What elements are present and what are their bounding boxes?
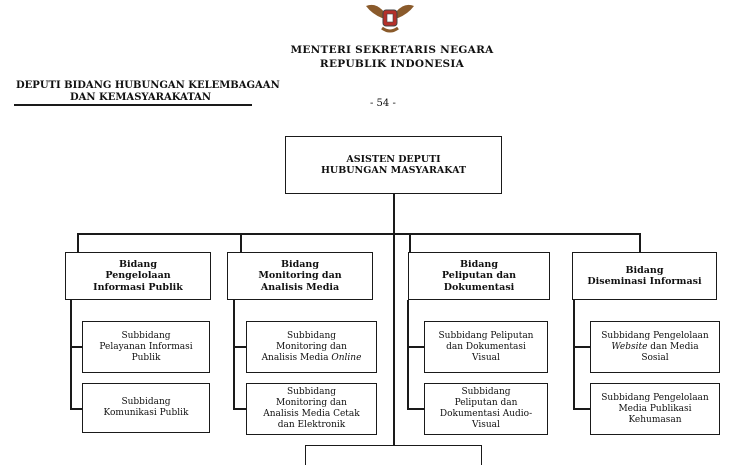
- deputy-underline: [14, 104, 252, 106]
- branch-col2-sub1: [233, 346, 246, 348]
- org-box-bidang-peliputan-dokumentasi: Bidang Peliputan dan Dokumentasi: [408, 252, 550, 300]
- horizontal-bus-line: [77, 233, 640, 235]
- branch-col3-sub1: [407, 346, 424, 348]
- org-box-subbidang-komunikasi-publik: Subbidang Komunikasi Publik: [82, 383, 210, 433]
- drop-line-col1: [77, 233, 79, 252]
- branch-col4-sub2: [573, 408, 590, 410]
- org-box-bidang-monitoring-analisis-media: Bidang Monitoring dan Analisis Media: [227, 252, 373, 300]
- stem-col2: [233, 300, 235, 408]
- drop-line-col3: [409, 233, 411, 252]
- drop-line-col2: [240, 233, 242, 252]
- sub-online-text: Subbidang Monitoring dan Analisis Media: [261, 330, 347, 363]
- stem-col4: [573, 300, 575, 408]
- org-box-subbidang-peliputan-dokumentasi-visual: Subbidang Peliputan dan Dokumentasi Visu…: [424, 321, 548, 373]
- org-box-subbidang-pengelolaan-media-publikasi-kehumasan: Subbidang Pengelolaan Media Publikasi Ke…: [590, 383, 720, 435]
- deputy-title-line1: DEPUTI BIDANG HUBUNGAN KELEMBAGAAN: [16, 80, 280, 91]
- page-number: - 54 -: [370, 98, 396, 109]
- deputy-title-line2: DAN KEMASYARAKATAN: [70, 92, 212, 103]
- org-box-asisten-deputi: ASISTEN DEPUTI HUBUNGAN MASYARAKAT: [285, 136, 502, 194]
- org-box-partial-bottom: [305, 445, 482, 465]
- ministry-title-line2: REPUBLIK INDONESIA: [319, 58, 465, 70]
- trunk-line: [393, 194, 395, 450]
- branch-col1-sub1: [70, 346, 82, 348]
- org-box-subbidang-monitoring-media-cetak-elektronik: Subbidang Monitoring dan Analisis Media …: [246, 383, 377, 435]
- org-box-bidang-diseminasi-informasi: Bidang Diseminasi Informasi: [572, 252, 717, 300]
- ministry-title-line1: MENTERI SEKRETARIS NEGARA: [290, 44, 494, 56]
- org-box-subbidang-peliputan-dokumentasi-audio-visual: Subbidang Peliputan dan Dokumentasi Audi…: [424, 383, 548, 435]
- org-box-bidang-pengelolaan-informasi-publik: Bidang Pengelolaan Informasi Publik: [65, 252, 211, 300]
- sub-website-italic: Website: [611, 341, 648, 352]
- branch-col3-sub2: [407, 408, 424, 410]
- sub-online-italic: Online: [331, 352, 362, 363]
- sub-website-text-a: Subbidang Pengelolaan: [601, 330, 709, 341]
- org-box-subbidang-pelayanan-informasi-publik: Subbidang Pelayanan Informasi Publik: [82, 321, 210, 373]
- branch-col2-sub2: [233, 408, 246, 410]
- sub-website-text-c: dan Media Sosial: [641, 341, 699, 363]
- branch-col4-sub1: [573, 346, 590, 348]
- drop-line-col4: [639, 233, 641, 252]
- org-box-subbidang-pengelolaan-website-media-sosial: Subbidang Pengelolaan Website dan Media …: [590, 321, 720, 373]
- stem-col1: [70, 300, 72, 408]
- stem-col3: [407, 300, 409, 408]
- garuda-emblem-icon: [360, 0, 420, 34]
- branch-col1-sub2: [70, 408, 82, 410]
- org-box-subbidang-monitoring-media-online: Subbidang Monitoring dan Analisis Media …: [246, 321, 377, 373]
